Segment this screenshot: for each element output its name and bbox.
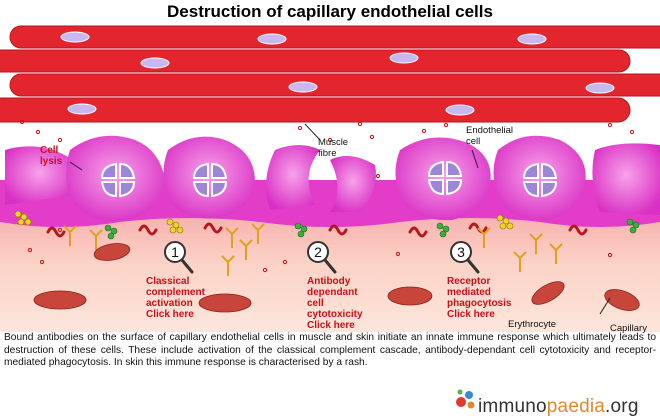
muscle-fibre-label: Muscle fibre [318, 137, 349, 159]
muscle-fibre [0, 97, 631, 123]
mechanism-link-classical-complement[interactable]: Classical complement activation Click he… [146, 276, 205, 320]
muscle-fibre [9, 25, 660, 49]
capillary-diagram: 1 2 3 [0, 25, 660, 332]
muscle-fibre [0, 49, 631, 73]
muscle-nucleus [67, 103, 97, 115]
erythrocyte [198, 293, 252, 313]
cell-nucleus [192, 162, 228, 198]
magnifier-1[interactable] [164, 241, 194, 274]
green-clusters [104, 218, 640, 240]
muscle-nucleus [585, 82, 615, 94]
muscle-fibre [9, 73, 660, 97]
pointer-lines [69, 123, 611, 315]
lysed-cell [266, 145, 320, 210]
endothelial-cell [493, 135, 586, 221]
nuclei [100, 160, 558, 198]
cell-nucleus [522, 162, 558, 198]
cell-lysis-label: Cell lysis [40, 145, 63, 167]
logo-icon [456, 389, 475, 409]
erythrocyte [604, 289, 640, 311]
erythrocyte-label: Erythrocyte [508, 319, 557, 330]
muscle-nucleus [140, 57, 170, 69]
endothelial-cell-label: Endothelial cell [466, 125, 514, 147]
erythrocytes [33, 243, 640, 313]
muscle-nucleus [517, 33, 547, 45]
mechanism-link-phagocytosis[interactable]: Receptor mediated phagocytosis Click her… [447, 276, 512, 320]
erythrocyte [387, 286, 433, 306]
caption-text: Bound antibodies on the surface of capil… [4, 332, 656, 368]
mechanism-link-adcc[interactable]: Antibody dependant cell cytotoxicity Cli… [307, 276, 363, 331]
mechanism-number-2: 2 [314, 244, 322, 260]
muscle-nucleus [389, 52, 419, 64]
muscle-nucleus [445, 104, 475, 116]
endothelial-cell [592, 143, 660, 215]
endothelial-cell [395, 137, 491, 221]
erythrocyte [93, 243, 131, 261]
endothelial-layer [0, 135, 660, 227]
cell-nucleus [427, 160, 463, 196]
logo-part-immuno: immuno [478, 396, 547, 417]
erythrocyte [33, 290, 87, 310]
muscle-fibres [0, 25, 660, 123]
lysed-cell [330, 156, 376, 212]
cell-nucleus [100, 162, 136, 198]
endothelial-cell [163, 136, 255, 219]
muscle-nucleus [60, 31, 90, 43]
muscle-nucleus [288, 81, 318, 93]
muscle-nucleus [257, 33, 287, 45]
receptors [63, 223, 563, 276]
endothelial-band [0, 180, 660, 227]
magnifier-3[interactable] [450, 241, 480, 274]
diagram-title: Destruction of capillary endothelial cel… [167, 2, 493, 21]
mechanism-number-3: 3 [457, 244, 465, 260]
logo-part-paedia: paedia [546, 396, 606, 417]
antibodies [46, 222, 588, 238]
site-logo[interactable]: immunopaedia.org [478, 396, 639, 418]
lysed-cell [5, 146, 75, 205]
mechanism-number-1: 1 [171, 244, 179, 260]
logo-part-org: .org [605, 396, 639, 417]
capillary-label: Capillary [610, 323, 647, 334]
magnifier-2[interactable] [307, 241, 337, 274]
complement-clusters [14, 210, 514, 234]
erythrocyte [531, 281, 565, 305]
